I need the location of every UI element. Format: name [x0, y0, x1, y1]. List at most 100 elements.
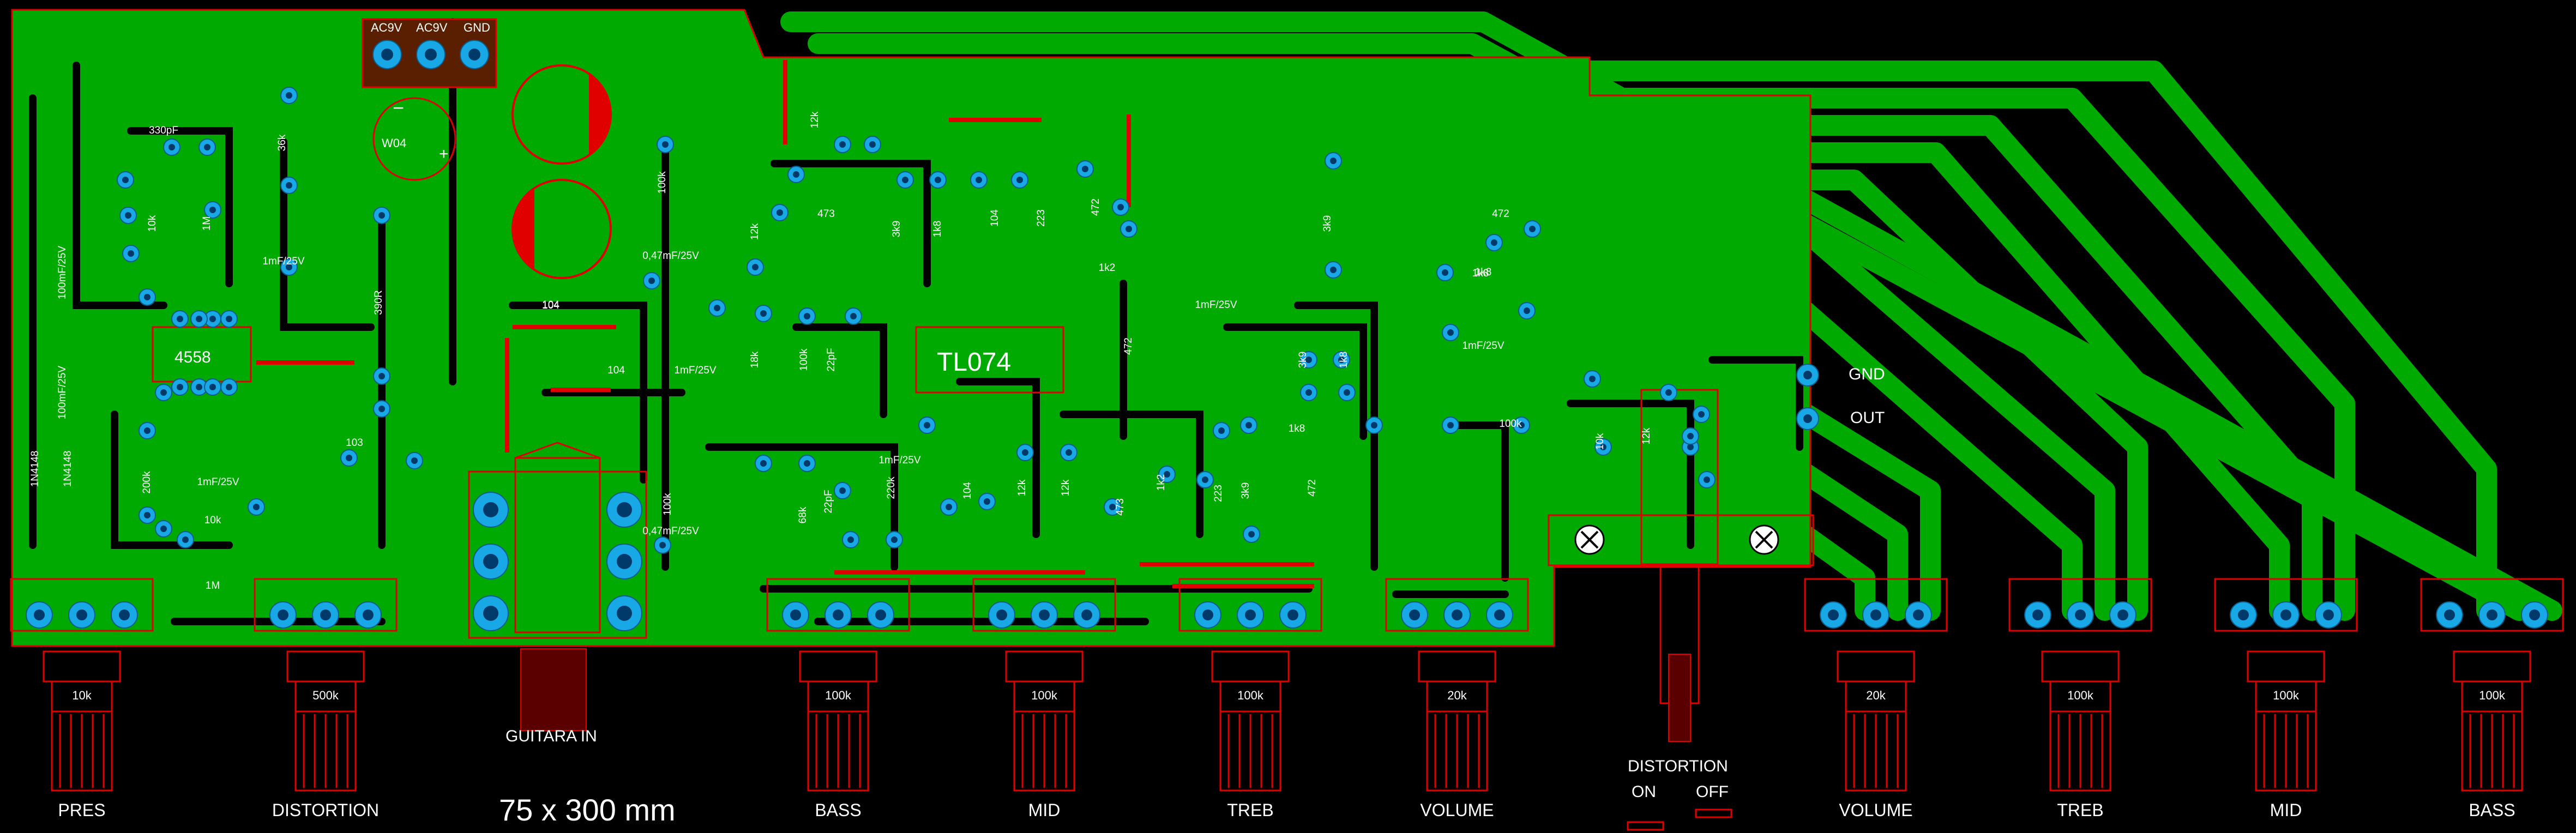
component-label: 100k [1499, 418, 1522, 430]
component-label: 330pF [149, 125, 178, 136]
via-pad [798, 455, 816, 472]
via-pad [373, 207, 390, 224]
via-pad [406, 452, 423, 469]
via-pad [834, 482, 851, 499]
svg-text:1mF/25V: 1mF/25V [674, 365, 716, 376]
component-label: 1mF/25V [674, 365, 716, 376]
jumper-wires [256, 60, 1314, 588]
svg-text:390R: 390R [373, 290, 384, 315]
via-pad [340, 449, 358, 467]
output-out-label: OUT [1850, 409, 1885, 427]
via-pad [1158, 466, 1176, 483]
component-label: 223 [1036, 209, 1047, 227]
svg-text:1k8: 1k8 [1289, 423, 1305, 434]
svg-text:1mF/25V: 1mF/25V [197, 476, 239, 488]
svg-text:104: 104 [542, 299, 559, 311]
svg-text:10k: 10k [147, 215, 158, 232]
svg-text:−: − [393, 96, 404, 119]
via-pad [1325, 261, 1342, 279]
via-pad [1011, 171, 1028, 189]
via-pad [1060, 444, 1078, 461]
component-label: 68k [797, 506, 809, 523]
pot-value-label: 500k [312, 689, 339, 702]
component-label: 1M [206, 580, 220, 591]
via-pad [280, 258, 298, 276]
component-label: 1k8 [1338, 352, 1350, 369]
svg-text:472: 472 [1307, 479, 1318, 497]
right-fanout-traces [780, 11, 2562, 621]
ic-tl074-label: TL074 [937, 348, 1011, 377]
via-pad [1518, 302, 1536, 319]
component-label: 3k9 [1322, 215, 1333, 232]
component-label: 1mF/25V [197, 476, 239, 488]
svg-text:472: 472 [1123, 337, 1134, 355]
component-label: 200k [141, 471, 153, 494]
via-pad [1300, 384, 1317, 401]
board-size-label: 75 x 300 mm [499, 793, 676, 827]
via-pad [1436, 264, 1454, 281]
via-pad [1120, 220, 1137, 238]
svg-text:1N4148: 1N4148 [29, 451, 41, 487]
output-connector: GND OUT [1796, 364, 1885, 430]
via-pad [940, 498, 958, 516]
via-pad [1243, 526, 1260, 543]
via-pad [280, 87, 298, 104]
via-pad [643, 272, 660, 289]
component-label: 100mF/25V [57, 366, 68, 420]
component-label: 1k8 [1475, 267, 1492, 278]
via-pad [139, 422, 156, 439]
via-pad [886, 531, 903, 548]
svg-text:3k9: 3k9 [1297, 352, 1309, 369]
component-label: 472 [1492, 208, 1509, 220]
component-label: 100k [662, 493, 673, 516]
via-pad [155, 520, 172, 538]
svg-text:100k: 100k [798, 348, 810, 371]
via-pad [155, 384, 172, 401]
via-pad [1213, 422, 1230, 439]
pot-value-label: 20k [1447, 689, 1467, 702]
via-pad [1660, 384, 1677, 401]
via-pad [171, 310, 189, 328]
component-label: 473 [1115, 498, 1126, 516]
component-label: 1k8 [932, 221, 943, 238]
svg-text:10k: 10k [204, 515, 221, 526]
svg-text:12k: 12k [1641, 427, 1652, 444]
pot-name-label: BASS [815, 800, 861, 820]
pot-value-label: 100k [1237, 689, 1264, 702]
svg-text:3k9: 3k9 [1240, 482, 1251, 499]
svg-text:220k: 220k [886, 476, 897, 499]
via-pad [280, 177, 298, 194]
svg-text:100k: 100k [657, 171, 668, 194]
via-pad [654, 536, 671, 554]
via-pad [798, 307, 816, 325]
svg-text:12k: 12k [749, 223, 761, 240]
component-label: 1k2 [1099, 262, 1116, 274]
via-pad [771, 204, 789, 221]
component-label: 3k9 [891, 221, 902, 238]
distortion-switch [1548, 389, 1814, 831]
via-pad [864, 136, 881, 153]
component-label: 1mF/25V [1195, 299, 1237, 311]
svg-text:223: 223 [1036, 209, 1047, 227]
via-pad [122, 245, 140, 262]
guitar-jack [468, 442, 647, 731]
component-label: 18k [749, 351, 761, 368]
pot-value-label: 100k [825, 689, 852, 702]
component-label: 100k [657, 171, 668, 194]
via-pad [1196, 471, 1214, 488]
via-pad [1442, 417, 1459, 434]
svg-text:+: + [439, 145, 449, 163]
svg-text:0,47mF/25V: 0,47mF/25V [642, 250, 699, 262]
component-label: 100k [798, 348, 810, 371]
svg-text:36k: 36k [276, 134, 288, 151]
via-pad [1016, 444, 1034, 461]
component-label: 472 [1123, 337, 1134, 355]
via-pad [657, 136, 674, 153]
component-label: 473 [817, 208, 835, 220]
switch-off-label: OFF [1696, 783, 1729, 801]
svg-text:12k: 12k [809, 111, 821, 128]
svg-text:473: 473 [817, 208, 835, 220]
